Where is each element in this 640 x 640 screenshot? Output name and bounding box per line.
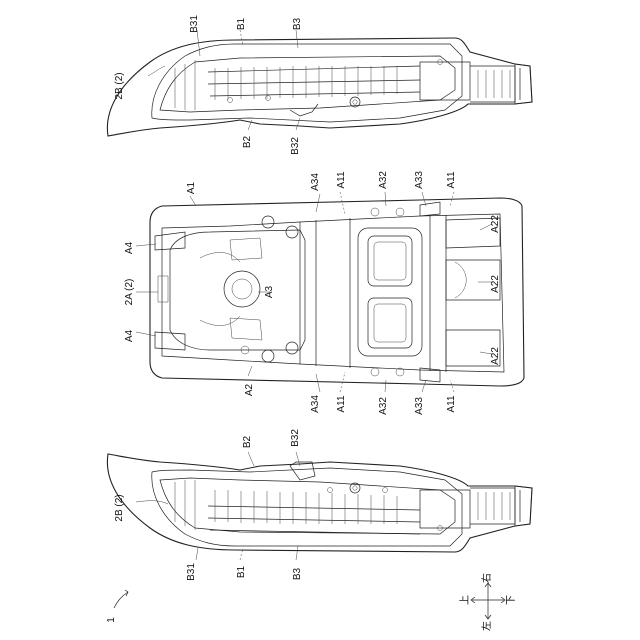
label-a11-top-right: A11 — [446, 171, 457, 188]
label-a22-3: A22 — [490, 347, 501, 365]
label-a11-bottom-left: A11 — [336, 395, 347, 412]
label-a22-2: A22 — [490, 275, 501, 293]
label-dir-down: 下 — [506, 595, 517, 605]
label-bottom-b2: B2 — [242, 435, 253, 448]
label-bottom-b32: B32 — [290, 429, 301, 447]
label-a4-bottom: A4 — [124, 329, 135, 342]
label-top-b31: B31 — [189, 15, 200, 33]
label-bottom-b31: B31 — [186, 563, 197, 581]
label-a3: A3 — [264, 285, 275, 298]
label-figure-number: 1 — [106, 617, 117, 623]
label-a2: A2 — [244, 383, 255, 396]
label-a22-1: A22 — [490, 215, 501, 233]
label-top-b3: B3 — [292, 17, 303, 30]
label-bottom-b1: B1 — [236, 565, 247, 578]
label-a34-top: A34 — [310, 173, 321, 191]
bottom-part-2b — [107, 454, 532, 552]
label-a11-bottom-right: A11 — [446, 395, 457, 412]
direction-indicator — [471, 583, 505, 619]
label-a32-top: A32 — [378, 171, 389, 189]
top-part-2b — [107, 38, 532, 136]
label-a4-top: A4 — [124, 241, 135, 254]
label-a34-bottom: A34 — [310, 395, 321, 413]
label-a11-top-left: A11 — [336, 171, 347, 188]
label-a33-bottom: A33 — [414, 397, 425, 415]
middle-part-2a — [150, 198, 524, 386]
label-dir-up: 上 — [459, 595, 471, 605]
label-a32-bottom: A32 — [378, 397, 389, 415]
label-2a: 2A (2) — [124, 279, 135, 306]
label-bottom-b3: B3 — [292, 567, 303, 580]
label-top-b1: B1 — [236, 17, 247, 30]
label-a33-top: A33 — [414, 171, 425, 189]
label-a1: A1 — [186, 181, 197, 194]
label-top-2b: 2B (2) — [114, 72, 125, 99]
label-dir-right: 右 — [480, 573, 493, 583]
label-top-b2: B2 — [242, 135, 253, 148]
label-top-b32: B32 — [290, 137, 301, 155]
label-bottom-2b: 2B (2) — [114, 494, 125, 521]
label-dir-left: 左 — [480, 621, 493, 631]
